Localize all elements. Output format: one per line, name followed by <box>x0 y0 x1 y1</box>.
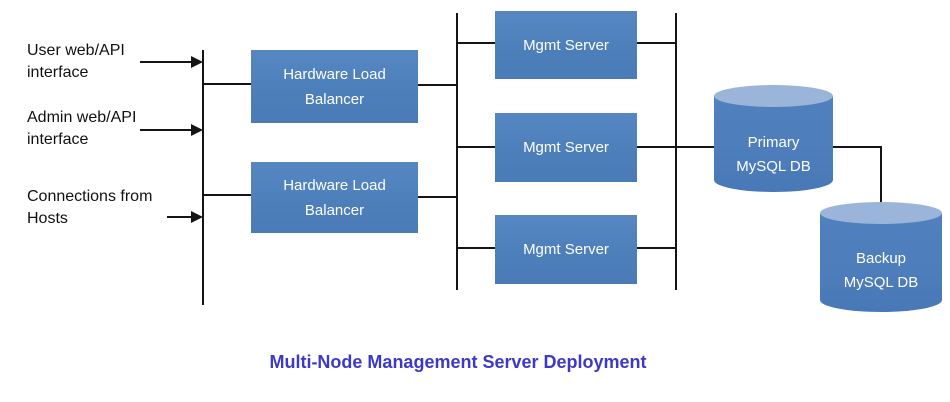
center-bus-line <box>456 13 458 290</box>
arrow-right-icon <box>191 56 203 68</box>
mgmt-server-3-label: Mgmt Server <box>523 241 609 258</box>
primary-db-label-line1: Primary <box>747 134 800 151</box>
load-balancer-1-label: Hardware Load Balancer <box>283 65 386 108</box>
label-connections-hosts-line2: Hosts <box>27 210 68 227</box>
connector-mgmt3-bus <box>637 247 676 249</box>
arrow-hosts-shaft <box>167 216 193 218</box>
mgmt-server-3-box: Mgmt Server <box>495 215 637 284</box>
backup-db-label: Backup MySQL DB <box>820 247 942 295</box>
label-user-web-api: User web/API interface <box>27 40 125 84</box>
connector-bus-lb2 <box>203 194 251 196</box>
backup-db-label-line1: Backup <box>855 250 907 267</box>
database-cylinder-icon <box>820 202 942 224</box>
connector-primary-backup-h <box>833 146 882 148</box>
mgmt-server-2-box: Mgmt Server <box>495 113 637 182</box>
label-connections-hosts-line1: Connections from <box>27 188 153 205</box>
connector-mgmt1-bus <box>637 42 676 44</box>
connector-bus-mgmt2 <box>457 146 495 148</box>
backup-mysql-db-cylinder: Backup MySQL DB <box>820 202 942 312</box>
connector-lb1-bus <box>418 84 457 86</box>
primary-db-label: Primary MySQL DB <box>714 131 833 179</box>
connector-bus-mgmt3 <box>457 247 495 249</box>
primary-mysql-db-cylinder: Primary MySQL DB <box>714 85 833 192</box>
backup-db-label-line2: MySQL DB <box>843 274 919 291</box>
diagram-title: Multi-Node Management Server Deployment <box>269 352 647 372</box>
load-balancer-2-label: Hardware Load Balancer <box>283 176 386 219</box>
left-bus-line <box>202 50 204 305</box>
database-cylinder-icon <box>714 85 833 107</box>
database-cylinder-body <box>714 96 833 192</box>
connector-mgmt2-primary-db <box>637 146 714 148</box>
arrow-right-icon <box>191 124 203 136</box>
arrow-right-icon <box>191 211 203 223</box>
database-cylinder-body <box>820 213 942 312</box>
mgmt-server-1-box: Mgmt Server <box>495 11 637 79</box>
label-connections-hosts: Connections from Hosts <box>27 186 152 230</box>
connector-bus-mgmt1 <box>457 42 495 44</box>
arrow-admin-shaft <box>140 129 193 131</box>
label-admin-web-api: Admin web/API interface <box>27 107 136 151</box>
load-balancer-2-box: Hardware Load Balancer <box>251 162 418 233</box>
label-user-web-api-line1: User web/API <box>27 42 125 59</box>
arrow-user-shaft <box>140 61 193 63</box>
connector-primary-backup-v <box>880 146 882 206</box>
mgmt-server-1-label: Mgmt Server <box>523 36 609 54</box>
connector-lb2-bus <box>418 196 457 198</box>
label-admin-web-api-line2: interface <box>27 131 89 148</box>
primary-db-label-line2: MySQL DB <box>736 158 811 175</box>
mgmt-server-2-label: Mgmt Server <box>523 139 609 156</box>
label-admin-web-api-line1: Admin web/API <box>27 109 137 126</box>
connector-bus-lb1 <box>203 83 251 85</box>
label-user-web-api-line2: interface <box>27 64 89 81</box>
right-bus-line <box>675 13 677 290</box>
load-balancer-1-box: Hardware Load Balancer <box>251 50 418 123</box>
